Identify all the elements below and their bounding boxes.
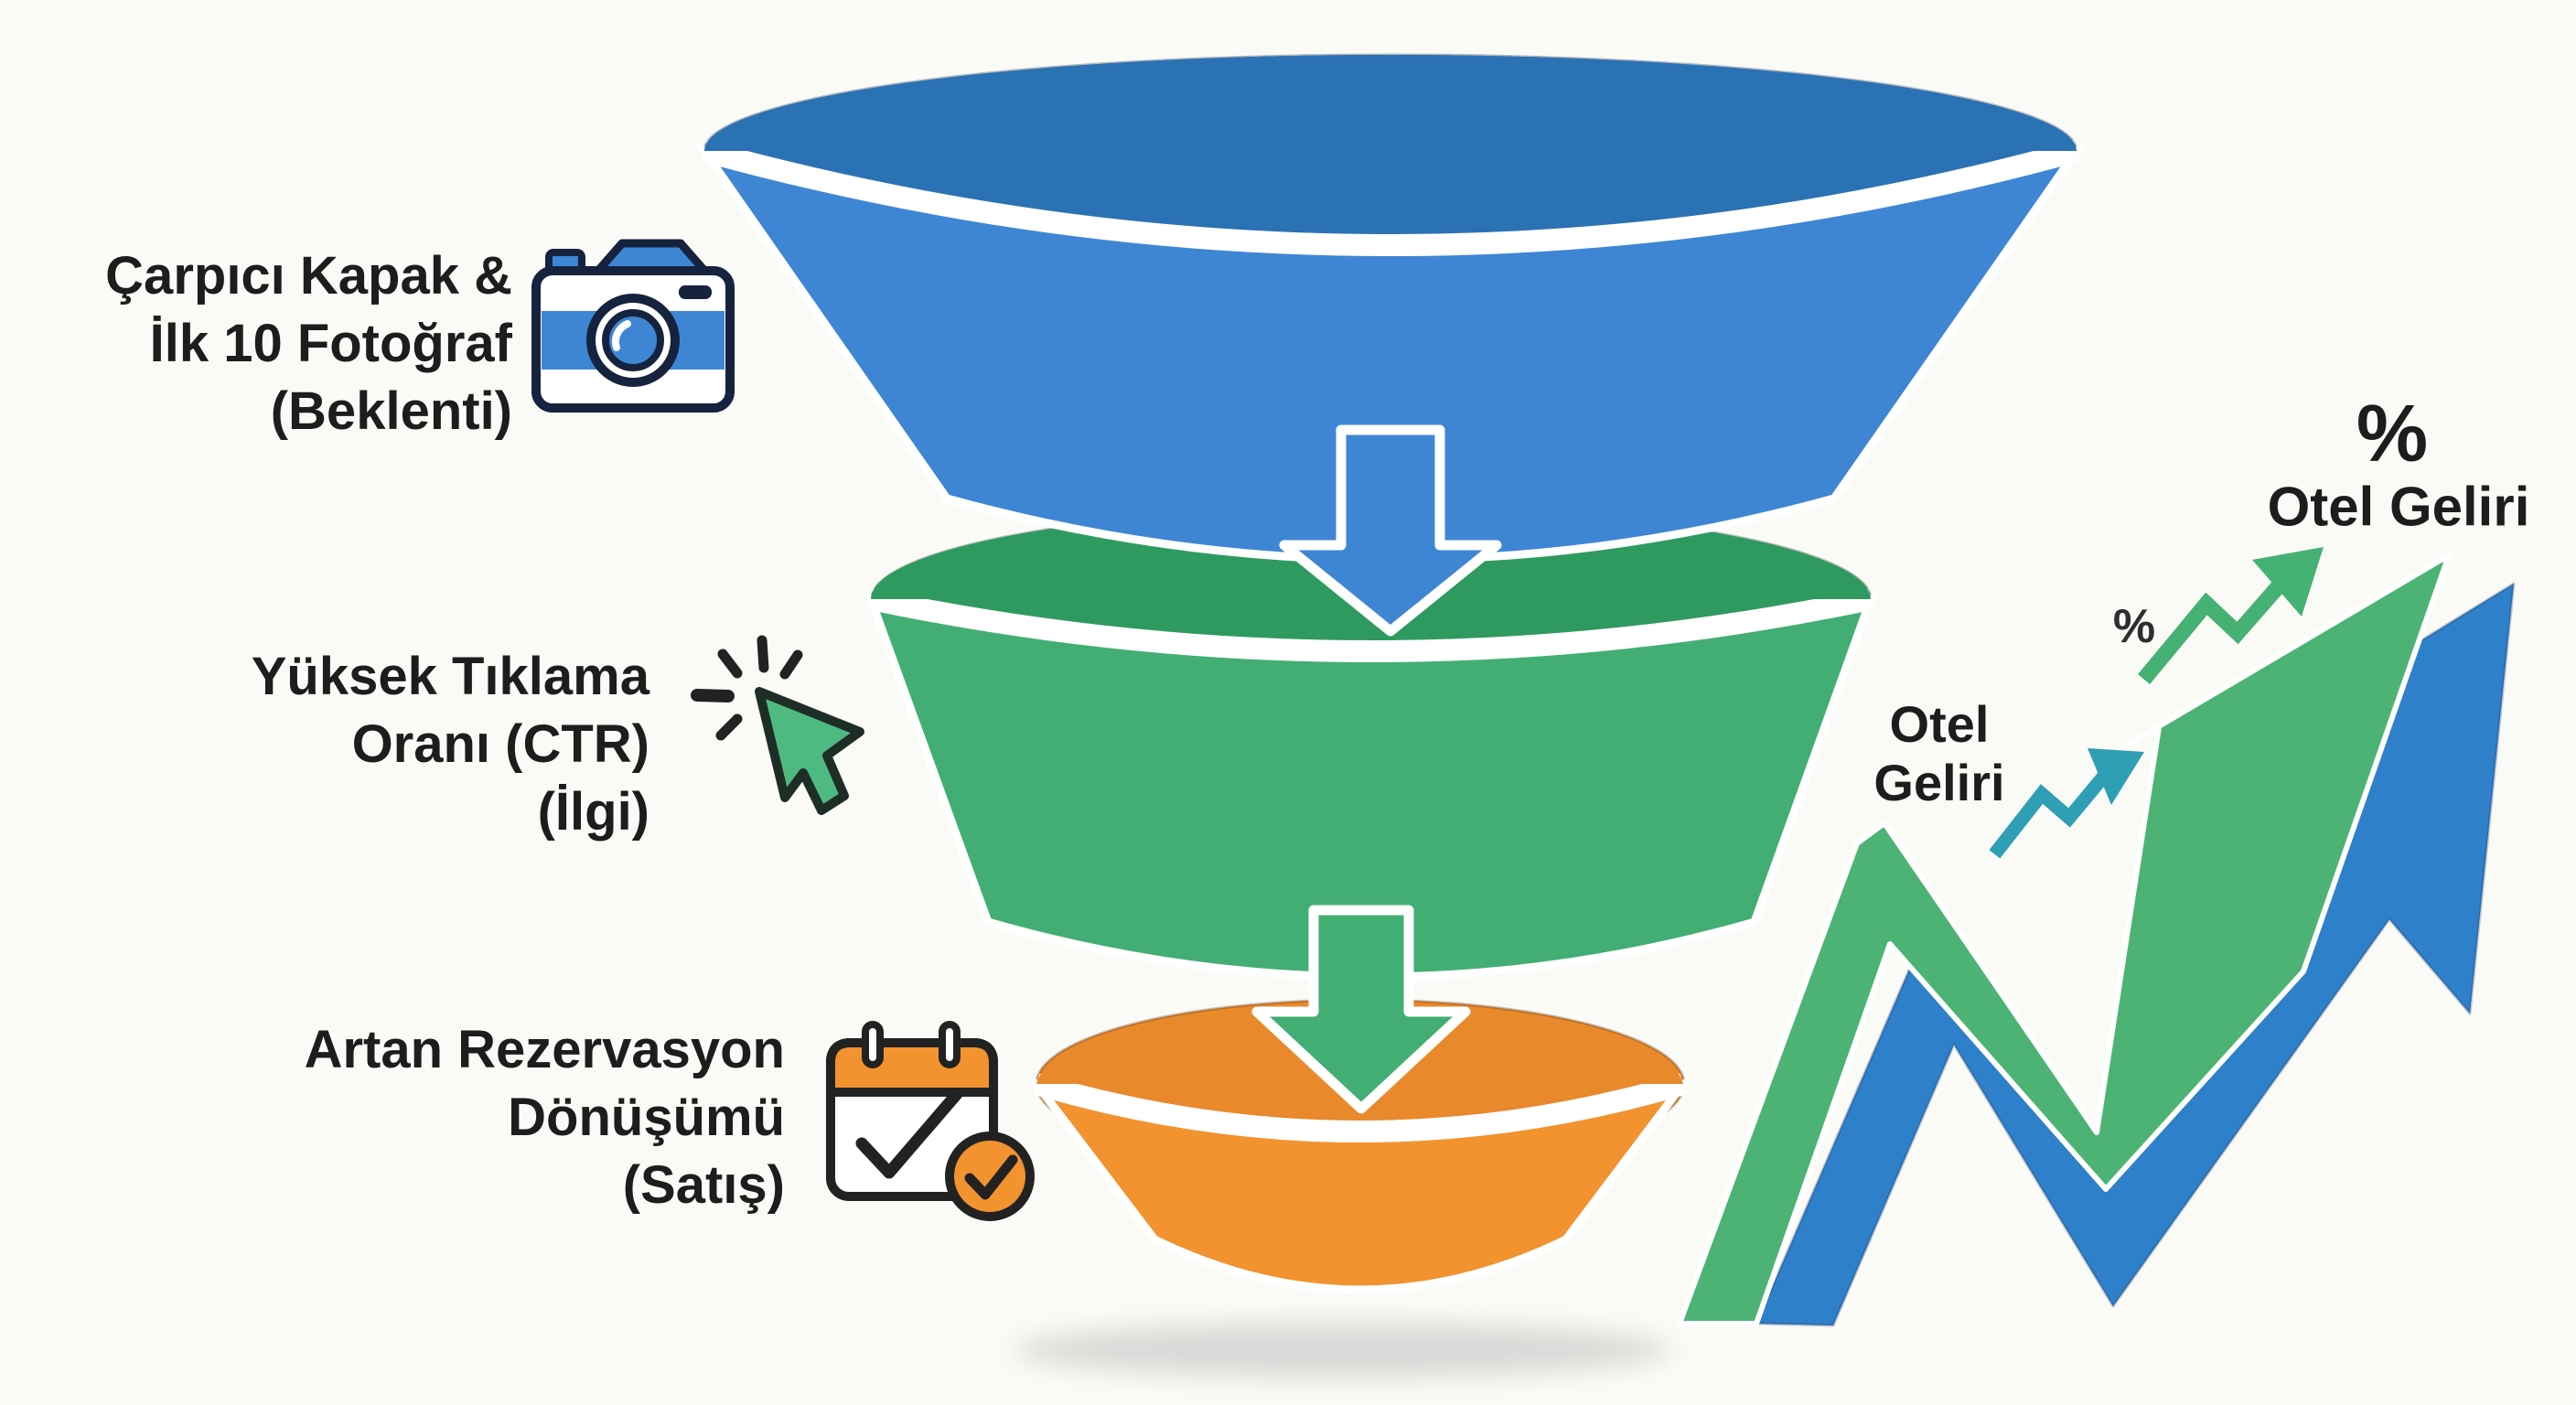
stage2-label-line3: (İlgi) [537,782,649,842]
small-zigzag-arrow-teal [1989,748,2144,859]
stage2-label-line2: Oranı (CTR) [351,714,649,774]
stage1-label-line3: (Beklenti) [270,381,512,441]
funnel-shadow [1014,1323,1672,1378]
stage1-label-line2: İlk 10 Fotoğraf [149,314,512,373]
revenue-percent-small: % [2112,600,2156,653]
camera-icon [531,239,735,413]
revenue-label-mid-line1: Otel [1889,695,1990,753]
stage3-label-line3: (Satış) [622,1155,785,1215]
stage1-label-line1: Çarpıcı Kapak & [105,246,512,306]
stage3-label-line2: Dönüşümü [508,1088,785,1147]
revenue-title-large: Otel Geliri [2267,476,2530,538]
funnel-stage-blue [694,53,2087,564]
stage3-label: Artan Rezervasyon Dönüşümü (Satış) [305,1016,785,1219]
stage1-label: Çarpıcı Kapak & İlk 10 Fotoğraf (Beklent… [105,242,512,445]
green-down-arrow [1251,905,1471,1114]
revenue-label-mid-line2: Geliri [1873,754,2005,811]
revenue-arrow-green [1677,552,2452,1326]
stage2-label-line1: Yüksek Tıklama [251,647,649,706]
stage2-label: Yüksek Tıklama Oranı (CTR) (İlgi) [252,643,649,846]
small-zigzag-arrow-green [2138,547,2324,684]
revenue-percent-large: % [2356,388,2429,478]
cursor-click-icon [691,635,864,815]
revenue-label-mid: Otel Geliri [1873,695,2004,812]
blue-down-arrow [1279,424,1502,637]
stage3-label-line1: Artan Rezervasyon [304,1020,785,1079]
calendar-check-icon [826,1021,1035,1221]
